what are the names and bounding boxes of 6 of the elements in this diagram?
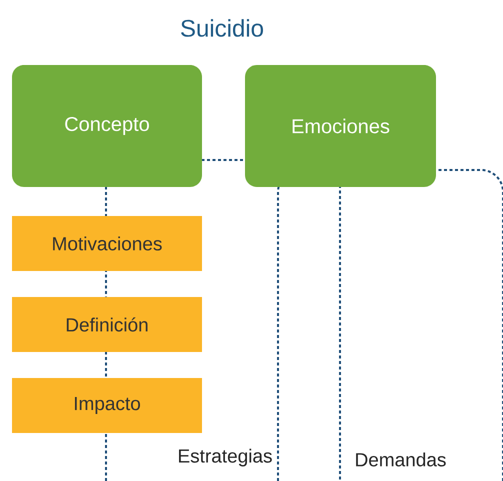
- concept-box: Emociones: [245, 65, 436, 187]
- concept-box: Concepto: [12, 65, 202, 187]
- title: Suicidio: [181, 19, 263, 37]
- item-box: Motivaciones: [12, 216, 202, 271]
- item-box: Definición: [12, 297, 202, 352]
- item-box: Impacto: [12, 378, 202, 433]
